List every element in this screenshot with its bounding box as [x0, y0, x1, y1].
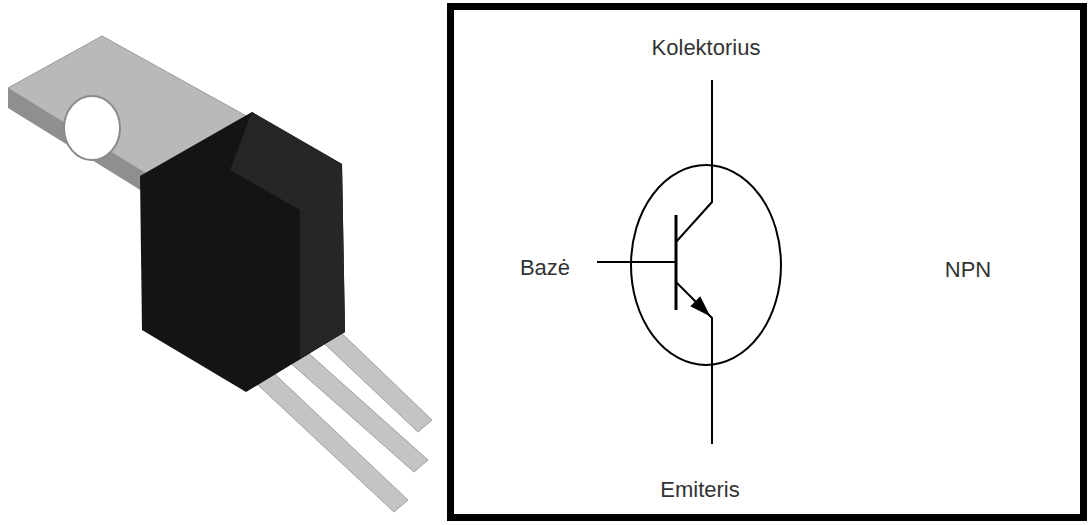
plastic-body-side — [230, 112, 345, 358]
label-anchor: Kolektorius — [652, 35, 761, 61]
mounting-hole — [64, 96, 120, 160]
label-anchor: NPN — [945, 257, 991, 283]
npn-symbol — [597, 80, 781, 444]
base-wire — [597, 261, 676, 263]
terminal-label: Bazė — [520, 255, 570, 281]
base-bar — [675, 215, 678, 310]
label-anchor: Emiteris — [660, 477, 739, 503]
plastic-body — [140, 112, 345, 392]
transistor-photo — [8, 36, 432, 512]
emitter-wire — [676, 282, 712, 444]
symbol-circle — [631, 165, 781, 365]
terminal-label: NPN — [945, 257, 991, 283]
frame-panel: KolektoriusBazėEmiteris NPN — [447, 3, 1087, 521]
emitter-arrow — [692, 298, 708, 314]
collector-wire — [676, 80, 712, 242]
label-anchor: Bazė — [520, 255, 570, 281]
terminal-label: Kolektorius — [652, 35, 761, 61]
terminal-label: Emiteris — [660, 477, 739, 503]
metal-tab-edge — [8, 88, 150, 196]
